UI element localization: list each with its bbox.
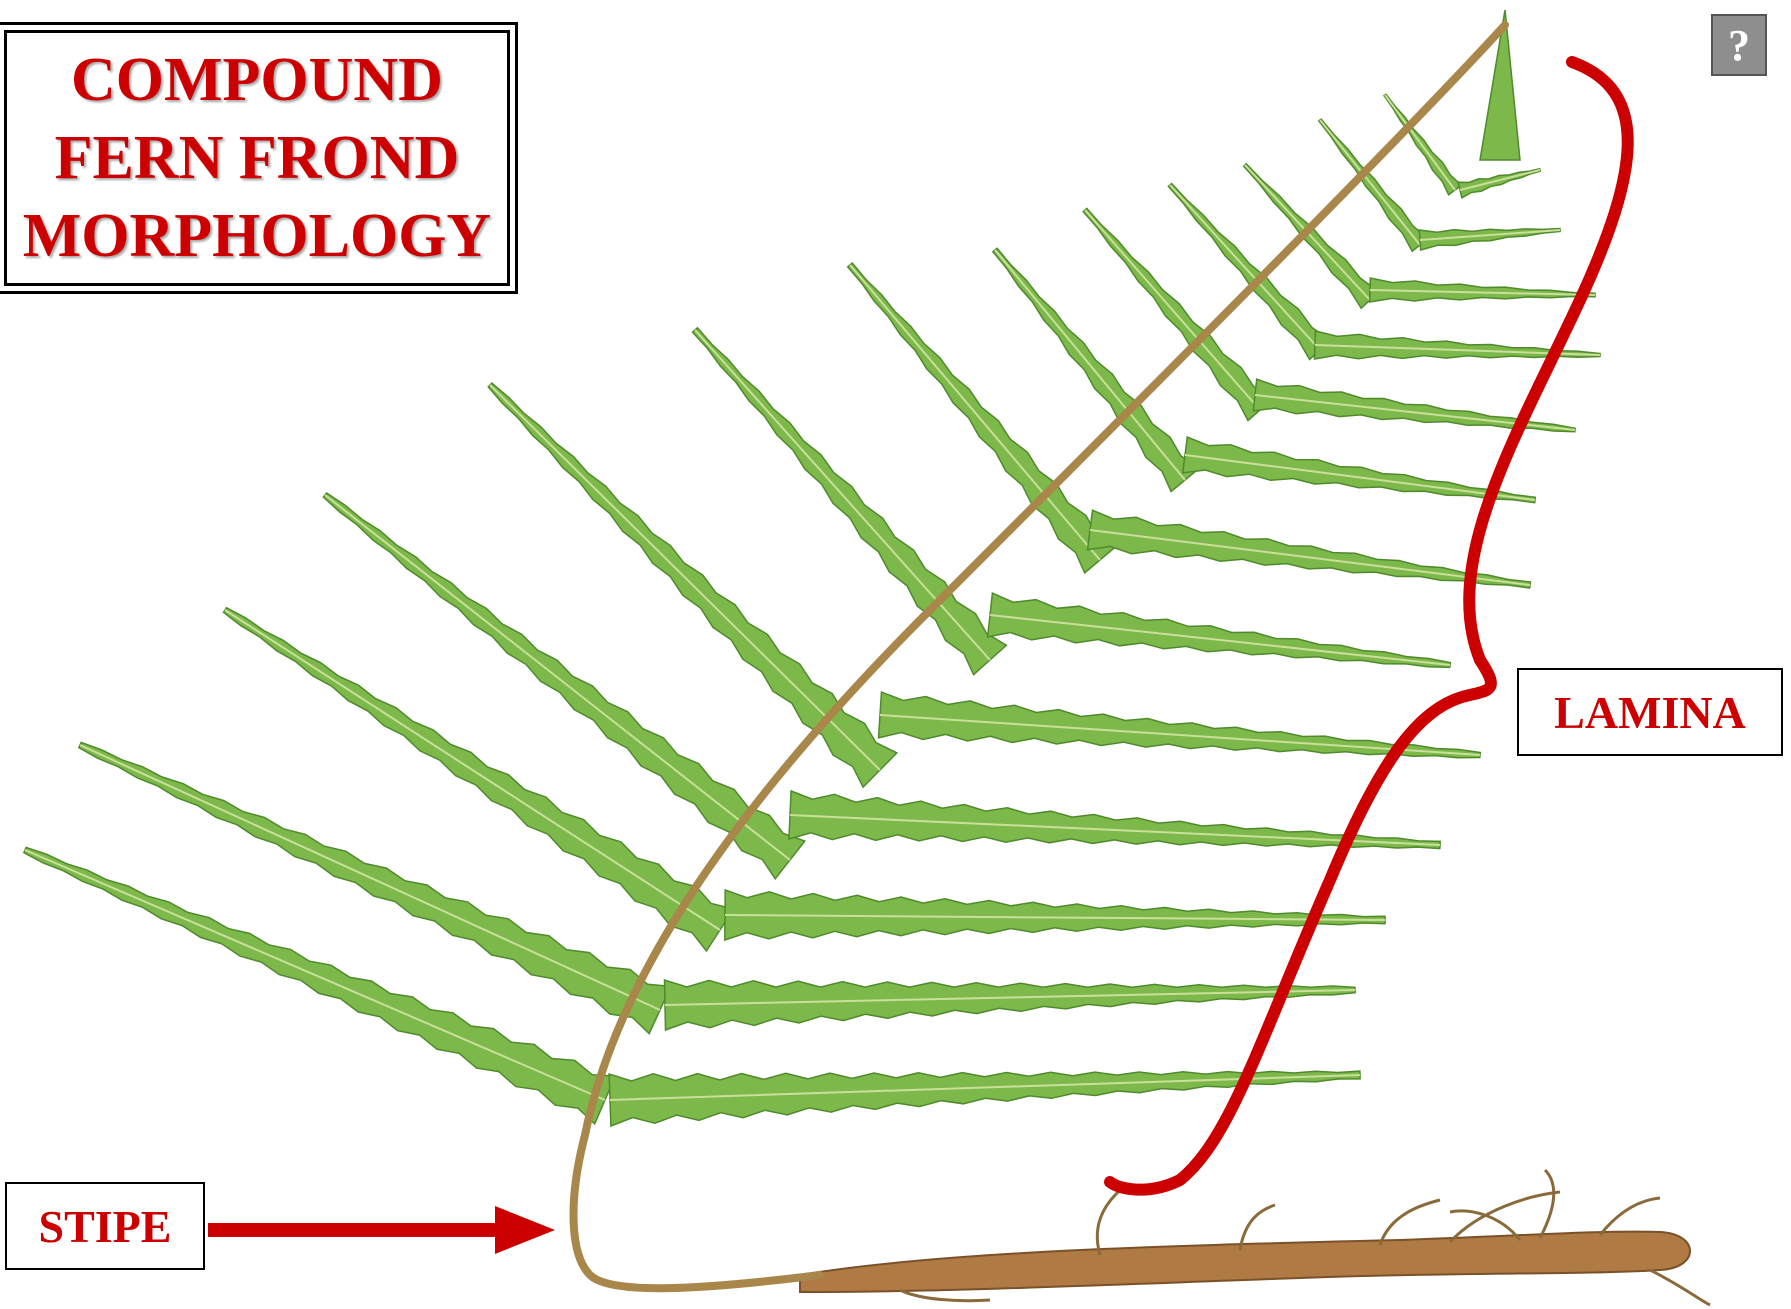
title-line-2: FERN FROND: [55, 119, 460, 197]
title-line-1: COMPOUND: [71, 41, 443, 119]
root-0: [1097, 1190, 1120, 1255]
pinna-midrib-6: [850, 265, 1100, 560]
help-button[interactable]: ?: [1711, 14, 1767, 76]
pinna-midrib-25: [1460, 170, 1540, 190]
pinna-midrib-2: [225, 610, 720, 930]
pinna-midrib-0: [25, 850, 605, 1100]
rhizome-body: [800, 1232, 1690, 1292]
pinna-midrib-11: [1320, 120, 1420, 245]
pinna-midrib-20: [1185, 455, 1535, 500]
pinna-midrib-3: [325, 495, 790, 860]
root-5: [1600, 1198, 1660, 1235]
rhizome: [800, 1170, 1710, 1305]
pinna-18: [988, 593, 1451, 667]
title-panel-inner: COMPOUND FERN FROND MORPHOLOGY: [4, 30, 510, 286]
pinna-midrib-4: [490, 385, 880, 770]
pinna-midrib-1: [80, 745, 660, 1010]
pinna-17: [879, 692, 1481, 758]
pinna-midrib-19: [1090, 530, 1530, 585]
root-8: [1650, 1270, 1710, 1305]
lamina-label: LAMINA: [1517, 668, 1783, 756]
stipe-label: STIPE: [5, 1182, 205, 1270]
pinna-midrib-18: [990, 615, 1450, 665]
title-line-3: MORPHOLOGY: [23, 197, 491, 275]
question-mark-icon: ?: [1728, 20, 1750, 71]
pinna-0: [24, 847, 615, 1124]
title-panel: COMPOUND FERN FROND MORPHOLOGY: [0, 22, 518, 294]
pinna-14: [665, 980, 1356, 1030]
arrow-right-icon: [208, 1206, 555, 1254]
root-4: [1540, 1170, 1554, 1238]
